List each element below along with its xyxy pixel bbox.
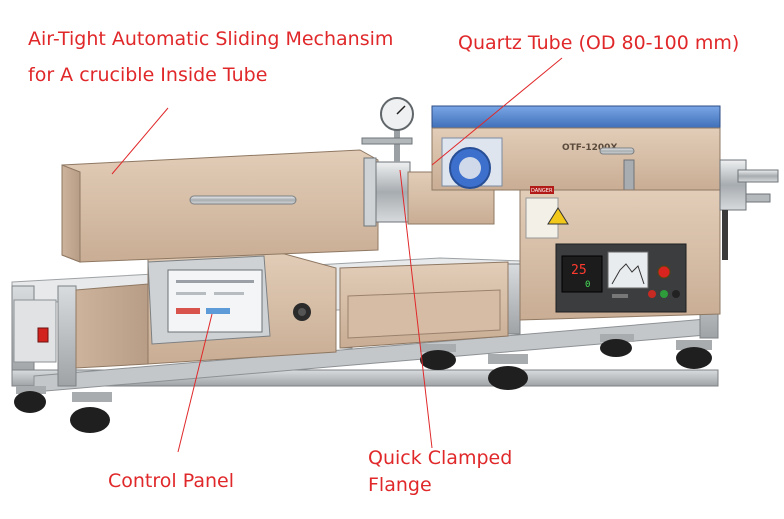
- housing-handle: [189, 195, 297, 205]
- flange-label-line2: Flange: [368, 474, 432, 496]
- caster: [600, 334, 634, 357]
- caster: [488, 354, 528, 390]
- leader-line-flange: [399, 169, 433, 449]
- danger-tag: [530, 186, 554, 194]
- flange-label: Quick Clamped: [368, 447, 513, 469]
- temp-display-bottom: 0: [585, 280, 590, 290]
- caster: [70, 392, 112, 433]
- sliding-mechanism-label: Air-Tight Automatic Sliding Mechansim: [28, 28, 394, 50]
- casters: [14, 334, 712, 433]
- power-switch-panel: [13, 299, 57, 363]
- furnace-badge: OTF-1200X: [562, 143, 617, 153]
- control-panel-screen: [147, 255, 271, 345]
- power-switch: [37, 327, 49, 343]
- control-panel-label: Control Panel: [108, 470, 234, 492]
- middle-drawer: [339, 261, 509, 349]
- leader-lines: [111, 57, 563, 453]
- right-flange: [719, 159, 779, 260]
- furnace-controller: 25 0: [555, 243, 687, 313]
- leader-line-control: [177, 313, 213, 453]
- leader-line-sliding: [111, 107, 169, 175]
- emergency-stop-button: [657, 265, 671, 279]
- leader-line-quartz: [431, 57, 563, 166]
- caster: [14, 386, 46, 413]
- quartz-tube-label: Quartz Tube (OD 80-100 mm): [458, 32, 740, 54]
- temp-display-top: 25: [571, 263, 587, 278]
- sliding-mechanism-housing: [61, 149, 379, 263]
- warning-icon: [547, 207, 569, 225]
- lid-handle: [599, 147, 635, 155]
- caster: [676, 340, 712, 369]
- sliding-mechanism-label-line2: for A crucible Inside Tube: [28, 64, 268, 86]
- furnace-lid: [431, 105, 721, 129]
- caster: [420, 344, 456, 370]
- svg-text:DANGER: DANGER: [531, 188, 553, 194]
